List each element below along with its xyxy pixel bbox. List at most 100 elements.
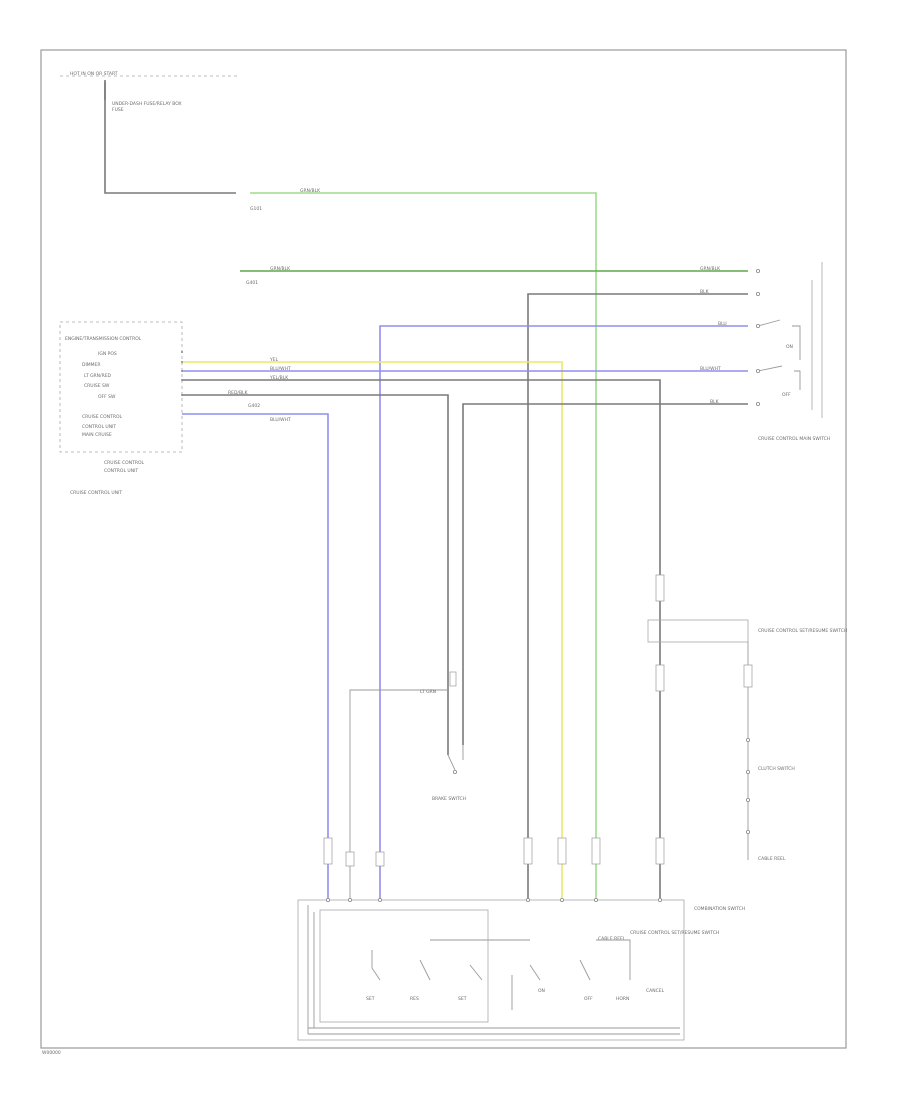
wire-color-5: YEL xyxy=(269,357,279,363)
tag-2 xyxy=(345,851,355,867)
wire-color-g-right: GRN/BLK xyxy=(700,266,721,272)
splice2-label: G401 xyxy=(246,280,258,286)
grey-wire-ecu-1 xyxy=(182,379,661,900)
hot-label: HOT IN ON OR START xyxy=(70,71,118,77)
wire-color-6: BLU/WHT xyxy=(270,366,291,372)
wire-color-11: LT GRN xyxy=(420,689,436,695)
wire-color-7: YEL/BLK xyxy=(269,375,289,381)
main-switch-terminal-4 xyxy=(756,268,761,273)
combo-contact-e xyxy=(579,959,591,981)
wire-color-4: BLU xyxy=(718,321,727,327)
footer-code: W00000 xyxy=(42,1050,61,1056)
combo-res: RES xyxy=(410,996,419,1002)
wire-color-8: RED/BLK xyxy=(228,390,249,396)
tag-6 xyxy=(591,837,601,865)
resume-switch-box xyxy=(647,619,749,643)
wire-color-2: GRN/BLK xyxy=(270,266,291,272)
blue-wire-long xyxy=(379,325,748,900)
ecu-pin-dot-3 xyxy=(181,370,183,372)
brake-switch-label: BRAKE SWITCH xyxy=(432,796,466,802)
main-switch-on: ON xyxy=(786,344,793,350)
splice1-label: G101 xyxy=(250,206,262,212)
combo-horn: HORN xyxy=(616,996,629,1002)
combo-switch-label: COMBINATION SWITCH xyxy=(694,906,745,912)
ecu-desc-3: MAIN CRUISE xyxy=(82,432,112,438)
clutch-switch-label: CLUTCH SWITCH xyxy=(758,766,795,772)
tag-7 xyxy=(655,837,665,865)
combo-contact-b xyxy=(419,959,431,981)
resume-terminal-2 xyxy=(746,770,751,775)
ecu-pin-5: OFF SW xyxy=(98,394,116,400)
ecu-desc-2: CONTROL UNIT xyxy=(82,424,116,430)
bottom-switch-label: CRUISE CONTROL SET/RESUME SWITCH xyxy=(630,930,719,936)
ecu-unit-label: CRUISE CONTROL UNIT xyxy=(70,490,122,496)
connector-pin-1 xyxy=(325,898,330,903)
resume-switch-label: CRUISE CONTROL SET/RESUME SWITCH xyxy=(758,628,847,634)
green-wire-top xyxy=(250,192,597,900)
connector-pin-2 xyxy=(347,898,352,903)
ecu-pin-3: LT GRN/RED xyxy=(84,373,112,379)
main-switch-off: OFF xyxy=(782,392,791,398)
wire-color-6b: BLU/WHT xyxy=(700,366,721,372)
blue-wire-ecu-down xyxy=(182,413,329,900)
connector-pin-3 xyxy=(377,898,382,903)
ecu-pin-dot-5 xyxy=(181,394,183,396)
ecu-pin-dot-2 xyxy=(181,361,183,363)
tag-10 xyxy=(449,671,457,687)
combo-contact-d xyxy=(529,964,541,981)
combination-switch-inner xyxy=(319,909,489,1023)
combo-contact-c xyxy=(469,964,483,981)
ecu-pin-dot-4 xyxy=(181,379,183,381)
connector-pin-4 xyxy=(526,898,531,903)
combo-cancel: CANCEL xyxy=(646,988,665,994)
ecu-pin-dot-1 xyxy=(181,351,183,353)
wire-color-10: BLU/WHT xyxy=(270,417,291,423)
wire-color-3: BLK xyxy=(700,289,710,295)
tag-4 xyxy=(523,837,533,865)
splice3-label: G402 xyxy=(248,403,260,409)
connector-pin-5 xyxy=(560,898,565,903)
tag-9 xyxy=(655,664,665,692)
ecu-pin-2: DIMMER xyxy=(82,362,101,368)
tag-1 xyxy=(323,837,333,865)
combo-on: ON xyxy=(538,988,545,994)
wire-color-9: BLK xyxy=(710,399,720,405)
main-switch-contact-1 xyxy=(757,319,801,360)
combination-switch-box xyxy=(297,899,685,1041)
main-switch-contact-2 xyxy=(757,365,801,390)
brake-terminal xyxy=(452,770,457,775)
reel-label: CABLE REEL xyxy=(758,856,786,862)
grey-wire-right-2 xyxy=(462,403,748,745)
connector-pin-7 xyxy=(658,898,663,903)
resume-terminal-1 xyxy=(746,738,751,743)
brake-switch-wire xyxy=(349,689,448,900)
connector-pin-6 xyxy=(594,898,599,903)
main-switch-terminal-5 xyxy=(756,291,761,296)
reel-label-bottom: CABLE REEL xyxy=(598,936,626,942)
combo-set-2: SET xyxy=(458,996,467,1002)
fuse-label: FUSE xyxy=(112,107,124,113)
ecu-box xyxy=(59,321,183,453)
fuse-wire xyxy=(104,80,236,194)
main-switch-terminal-1 xyxy=(756,323,761,328)
combo-set: SET xyxy=(366,996,375,1002)
brake-switch-contact xyxy=(447,745,464,771)
tag-8 xyxy=(655,574,665,602)
resume-terminal-4 xyxy=(746,830,751,835)
main-switch-terminal-3 xyxy=(756,401,761,406)
tag-3 xyxy=(375,851,385,867)
wire-color-1: GRN/BLK xyxy=(300,188,321,194)
ecu-title-a: CRUISE CONTROL xyxy=(104,460,144,466)
tag-5 xyxy=(557,837,567,865)
fuse-box-label: UNDER-DASH FUSE/RELAY BOX xyxy=(112,101,182,107)
resume-terminal-3 xyxy=(746,798,751,803)
yellow-wire xyxy=(182,361,563,900)
ecu-title-b: CONTROL UNIT xyxy=(104,468,138,474)
main-switch-terminal-2 xyxy=(756,368,761,373)
grey-wire-right xyxy=(527,293,748,900)
combo-contact-f xyxy=(596,939,631,980)
diagram-frame xyxy=(40,49,847,1049)
grey-wire-ecu-2 xyxy=(182,394,449,755)
resume-tag xyxy=(743,664,753,688)
